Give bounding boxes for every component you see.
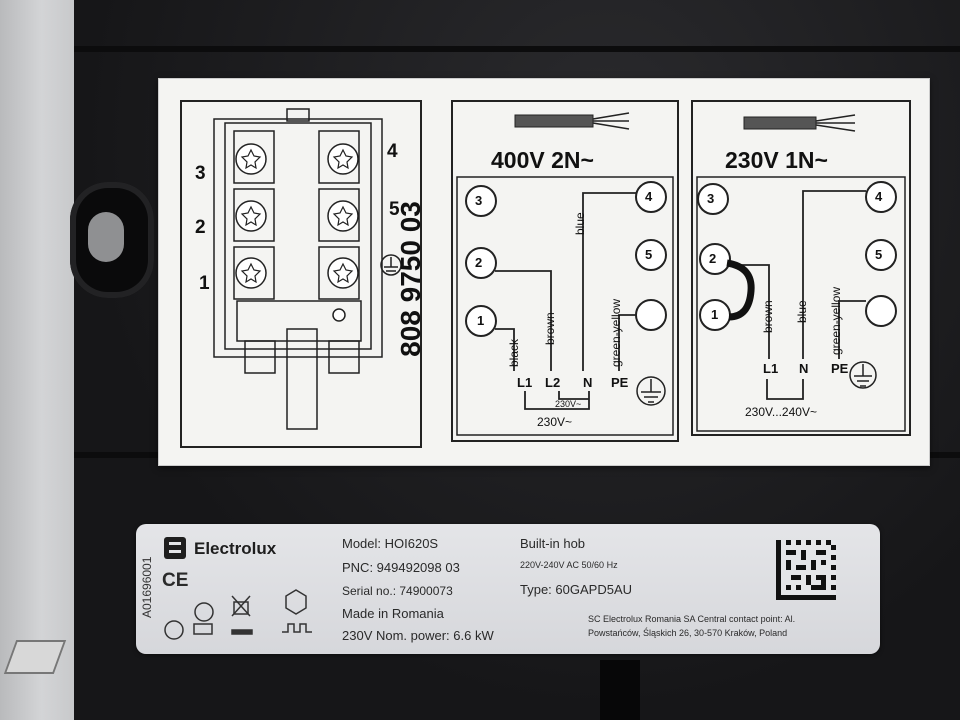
conductor-label: L1: [517, 375, 533, 390]
wires-400v: [495, 192, 636, 410]
housing-slot: [600, 660, 640, 720]
panel-400v-frame: [451, 100, 679, 442]
manufacturer-address: SC Electrolux Romania SA Central contact…: [588, 614, 796, 624]
cable-icon-400v: [514, 112, 630, 130]
wire-color-label: blue: [573, 212, 587, 235]
country-of-origin: Made in Romania: [342, 606, 444, 621]
panel-230v-title: 230V 1N~: [725, 147, 828, 173]
wiring-diagram-graphics: [180, 100, 911, 448]
electrolux-logo-icon: [164, 537, 186, 559]
vertical-code: A01696001: [140, 556, 154, 618]
voltage-frequency: 220V-240V AC 50/60 Hz: [520, 560, 618, 570]
type-code: Type: 60GAPD5AU: [520, 582, 632, 597]
terminal-number: 5: [645, 247, 653, 262]
manufacturer-address: Powstańców, Śląskich 26, 30-570 Kraków, …: [588, 628, 788, 638]
certification-icons: [164, 589, 312, 640]
ground-icon-230v: [849, 361, 877, 389]
terminal-number: 5: [875, 247, 883, 262]
ce-mark: CE: [162, 570, 189, 591]
product-type: Built-in hob: [520, 536, 586, 551]
wire-color-label: green-yellow: [609, 298, 623, 367]
switch-number: 5: [389, 199, 400, 220]
conductor-label: N: [799, 361, 809, 376]
voltage-note: 230V~: [555, 399, 582, 409]
terminal-number: 4: [875, 189, 883, 204]
switch-number: 1: [199, 273, 210, 294]
conductor-label: PE: [611, 375, 629, 390]
terminal-circles-230v: [697, 181, 897, 331]
screw-icons: [235, 143, 359, 322]
power-rating: 230V Nom. power: 6.6 kW: [342, 628, 494, 643]
terminal-number: 2: [709, 251, 717, 266]
pnc-number: PNC: 949492098 03: [342, 560, 460, 575]
wire-color-label: green-yellow: [829, 286, 843, 355]
cable-icon-230v: [743, 114, 856, 132]
screw-star-marks: [240, 148, 354, 284]
terminal-circles-400v: [465, 181, 667, 337]
conductor-label: L2: [545, 375, 561, 390]
terminal-number: 1: [711, 307, 719, 322]
wire-color-label: black: [507, 338, 521, 367]
rating-plate: Electrolux CE A01696001 Model: HOI620S P…: [136, 524, 880, 654]
mounting-hole: [70, 182, 154, 298]
wiring-diagram-label: 808 9750 03 3 2 1 4 5 400V 2N~ 3 2 1 4 5…: [158, 78, 930, 466]
terminal-block-drawing: [213, 108, 383, 430]
ground-icon-400v: [636, 376, 666, 406]
switch-number: 4: [387, 141, 398, 162]
panel-400v-inner: [456, 176, 674, 436]
terminal-number: 4: [645, 189, 653, 204]
terminal-number: 3: [475, 193, 483, 208]
panel-230v-frame: [691, 100, 911, 436]
panel-400v-title: 400V 2N~: [491, 147, 594, 173]
rating-plate-graphics: [164, 537, 312, 640]
switch-number: 3: [195, 163, 206, 184]
terminal-number: 2: [475, 255, 483, 270]
ground-icon-block: [380, 254, 402, 276]
voltage-note: 230V~: [537, 415, 573, 429]
wire-color-label: brown: [543, 312, 557, 345]
switch-number: 2: [195, 217, 206, 238]
terminal-number: 3: [707, 191, 715, 206]
wire-color-label: brown: [761, 300, 775, 333]
brand-name: Electrolux: [194, 539, 277, 558]
model-number: Model: HOI620S: [342, 536, 439, 551]
terminal-number: 1: [477, 313, 485, 328]
terminal-block-frame: [180, 100, 422, 448]
panel-230v-inner: [696, 176, 906, 432]
conductor-label: L1: [763, 361, 779, 376]
datamatrix-code-icon: [776, 540, 836, 600]
voltage-range: 230V...240V~: [745, 405, 817, 419]
conductor-label: N: [583, 375, 593, 390]
wire-color-label: blue: [795, 300, 809, 323]
bridge-jumper-230v: [726, 259, 755, 321]
serial-number: Serial no.: 74900073: [342, 584, 453, 598]
conductor-label: PE: [831, 361, 849, 376]
housing-rib: [74, 46, 960, 52]
